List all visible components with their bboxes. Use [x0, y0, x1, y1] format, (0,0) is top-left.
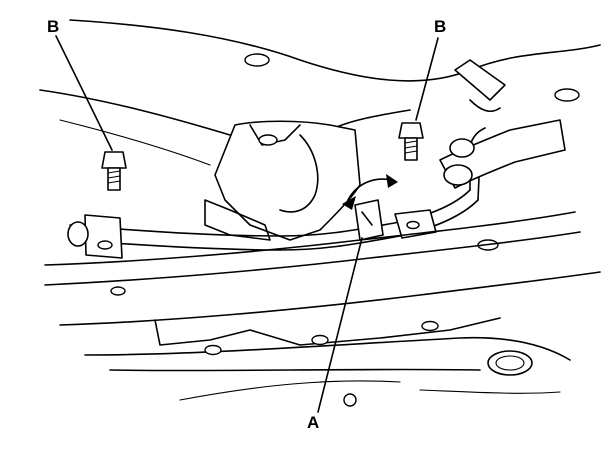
bolt-left-b: [101, 151, 127, 191]
leader-lines: [55, 35, 439, 413]
clamp-a: [342, 174, 398, 241]
rotate-arrowhead-right-icon: [386, 174, 398, 188]
leader-line-left-b: [55, 35, 113, 151]
leader-line-right-b: [415, 37, 439, 121]
bolt-right-b: [398, 122, 424, 161]
center-mount: [204, 120, 361, 241]
callout-a: A: [307, 413, 319, 432]
leader-line-a: [317, 237, 363, 413]
callout-b-left: B: [47, 17, 59, 36]
left-clamp: [67, 214, 123, 259]
rotate-arrowhead-left-icon: [342, 196, 356, 210]
right-clamp: [394, 209, 437, 239]
floor-panel: [39, 19, 601, 251]
callout-b-right: B: [434, 17, 446, 36]
subframe: [44, 211, 601, 407]
